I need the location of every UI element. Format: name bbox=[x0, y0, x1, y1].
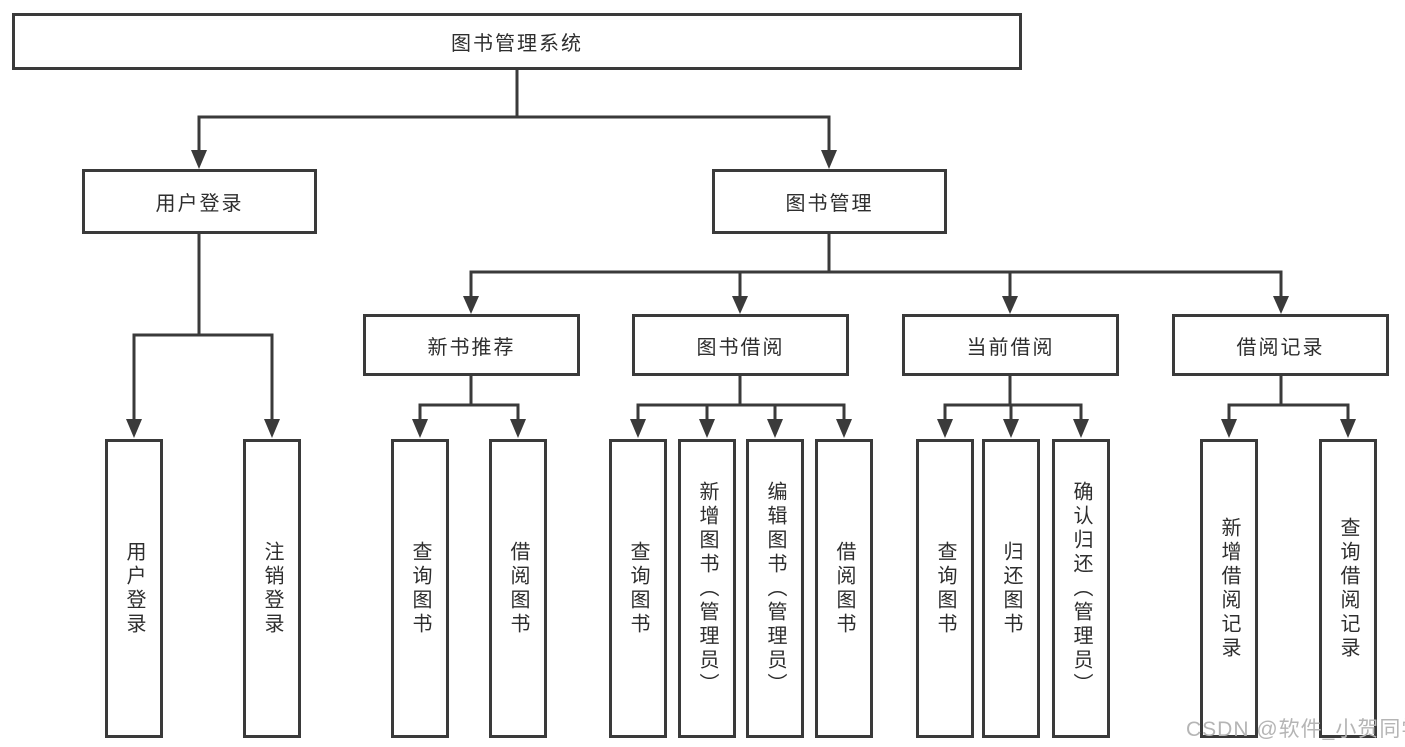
leaf-confirm-return-admin: 确认归还（管理员） bbox=[1052, 439, 1110, 738]
leaf-query-borrow-record: 查询借阅记录 bbox=[1319, 439, 1377, 738]
csdn-watermark: CSDN @软件_小贺同学 bbox=[1186, 718, 1405, 741]
node-book-management: 图书管理 bbox=[712, 169, 947, 234]
leaf-add-borrow-record: 新增借阅记录 bbox=[1200, 439, 1258, 738]
leaf-borrow-books-recommend: 借阅图书 bbox=[489, 439, 547, 738]
node-user-login: 用户登录 bbox=[82, 169, 317, 234]
leaf-query-books-borrow: 查询图书 bbox=[609, 439, 667, 738]
node-borrow-records: 借阅记录 bbox=[1172, 314, 1389, 376]
node-new-book-recommend: 新书推荐 bbox=[363, 314, 580, 376]
node-library-management-system: 图书管理系统 bbox=[12, 13, 1022, 70]
leaf-query-books-current: 查询图书 bbox=[916, 439, 974, 738]
node-book-borrow: 图书借阅 bbox=[632, 314, 849, 376]
node-current-borrow: 当前借阅 bbox=[902, 314, 1119, 376]
leaf-user-login: 用户登录 bbox=[105, 439, 163, 738]
leaf-borrow-books: 借阅图书 bbox=[815, 439, 873, 738]
leaf-query-books-recommend: 查询图书 bbox=[391, 439, 449, 738]
leaf-add-books-admin: 新增图书（管理员） bbox=[678, 439, 736, 738]
leaf-logout-login: 注销登录 bbox=[243, 439, 301, 738]
leaf-edit-books-admin: 编辑图书（管理员） bbox=[746, 439, 804, 738]
leaf-return-books: 归还图书 bbox=[982, 439, 1040, 738]
